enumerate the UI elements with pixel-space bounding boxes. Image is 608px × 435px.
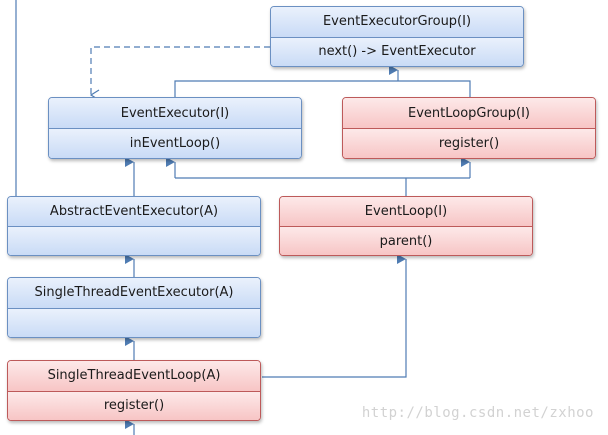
node-method: register() [343,128,595,158]
node-title: EventExecutorGroup(I) [271,7,523,37]
node-title: AbstractEventExecutor(A) [8,197,260,226]
node-event-executor-group[interactable]: EventExecutorGroup(I) next() -> EventExe… [270,6,524,67]
node-event-loop[interactable]: EventLoop(I) parent() [279,196,533,256]
node-title: EventLoopGroup(I) [343,98,595,128]
node-title: EventExecutor(I) [49,98,301,128]
node-title: EventLoop(I) [280,197,532,226]
node-single-thread-event-loop[interactable]: SingleThreadEventLoop(A) register() [7,360,261,421]
edge-loop-split [175,177,470,196]
node-method [8,226,260,255]
node-method: parent() [280,226,532,255]
node-event-executor[interactable]: EventExecutor(I) inEventLoop() [48,97,302,159]
node-method [8,307,260,337]
node-method: next() -> EventExecutor [271,36,523,66]
edge-stl-to-loop [262,254,407,378]
node-event-loop-group[interactable]: EventLoopGroup(I) register() [342,97,596,159]
node-title: SingleThreadEventLoop(A) [8,361,260,391]
node-method: register() [8,390,260,420]
node-method: inEventLoop() [49,128,301,158]
node-title: SingleThreadEventExecutor(A) [8,278,260,308]
node-abstract-event-executor[interactable]: AbstractEventExecutor(A) [7,196,261,256]
edge-to-executor-group [174,80,471,97]
edge-group-dashed [89,46,270,101]
watermark: http://blog.csdn.net/zxhoo [361,405,594,421]
node-single-thread-event-executor[interactable]: SingleThreadEventExecutor(A) [7,277,261,338]
